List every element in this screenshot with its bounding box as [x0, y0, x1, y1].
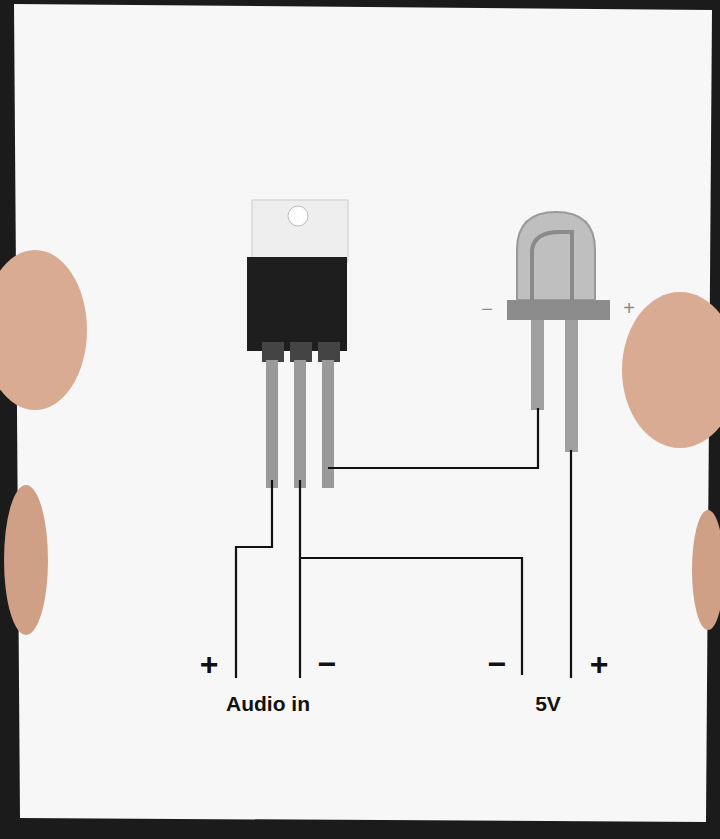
led-polarity: + — [623, 298, 635, 318]
transistor-leg-shoulder — [290, 342, 312, 362]
transistor-leg — [266, 360, 278, 488]
terminal-sign: + — [200, 648, 219, 680]
wires — [236, 408, 571, 678]
transistor-leg-shoulder — [318, 342, 340, 362]
signal-name: Audio in — [226, 693, 310, 714]
transistor-tab-hole — [288, 206, 308, 226]
right-finger-lower — [692, 510, 720, 630]
wire — [328, 408, 538, 468]
left-finger — [0, 250, 87, 410]
led-anode-leg — [565, 320, 578, 452]
terminal-sign: + — [590, 648, 609, 680]
led-flange — [507, 300, 610, 320]
terminal-sign: − — [318, 648, 337, 680]
transistor-tab — [252, 200, 348, 262]
wire — [570, 450, 572, 678]
right-finger — [622, 292, 720, 448]
transistor-body — [247, 257, 347, 351]
paper-sheet — [14, 4, 712, 822]
transistor-leg-shoulder — [262, 342, 284, 362]
left-finger-lower — [4, 485, 48, 635]
led-polarity: − — [481, 299, 493, 319]
wire — [236, 480, 272, 678]
terminal-sign: − — [488, 648, 507, 680]
led-cathode-leg — [531, 320, 544, 410]
led-dome — [517, 212, 595, 300]
wire — [299, 480, 301, 678]
led-inner — [532, 232, 572, 300]
transistor-leg — [294, 360, 306, 488]
signal-name: 5V — [535, 693, 561, 714]
